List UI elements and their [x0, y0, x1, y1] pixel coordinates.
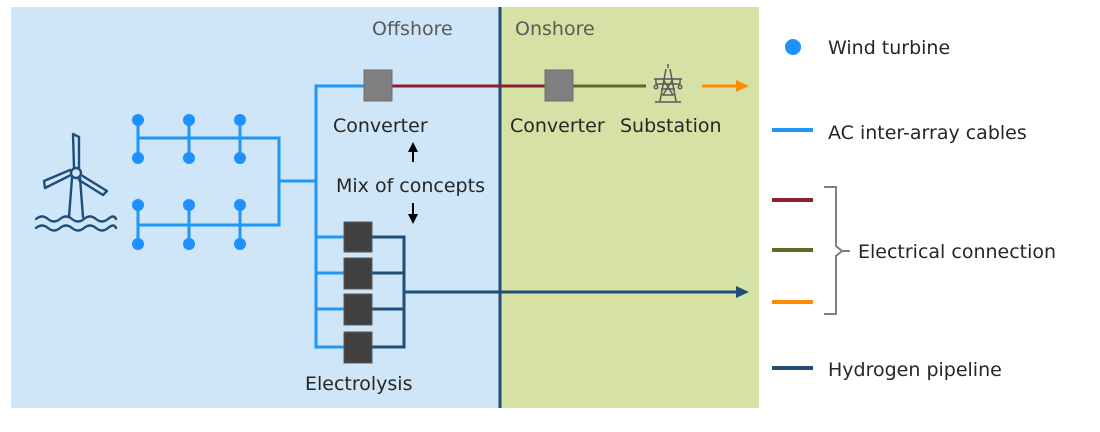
hydrogen-pipeline — [372, 235, 738, 349]
grid-export-arrow — [702, 80, 749, 92]
legend-wind-turbine-marker — [785, 39, 801, 55]
onshore-converter — [544, 69, 574, 102]
offshore-wind-turbine-icon — [34, 132, 118, 232]
offshore-zone — [11, 7, 500, 408]
legend-electrical-connection-label: Electrical connection — [858, 241, 1056, 263]
ac-inter-array-cables — [136, 84, 364, 349]
wind-turbine — [234, 152, 246, 164]
electrolyser-stack — [343, 221, 373, 364]
hydrogen-arrow-head — [736, 286, 749, 298]
onshore-converter-label: Converter — [510, 115, 605, 137]
offshore-converter-label: Converter — [333, 115, 428, 137]
legend-wind-turbine-label: Wind turbine — [828, 37, 950, 59]
electrolysis-label: Electrolysis — [305, 373, 413, 395]
wind-turbine — [132, 199, 144, 211]
wind-turbine — [132, 152, 144, 164]
mix-of-concepts-label: Mix of concepts — [336, 175, 485, 197]
legend: Wind turbine AC inter-array cables Elect… — [772, 37, 1056, 381]
offshore-converter — [363, 69, 393, 102]
wind-turbine — [132, 114, 144, 126]
wind-turbine — [234, 114, 246, 126]
electrolyser — [343, 257, 373, 290]
wind-turbine — [183, 238, 195, 250]
wind-turbine-array — [132, 114, 246, 250]
offshore-label: Offshore — [372, 18, 453, 40]
legend-brace — [824, 186, 844, 315]
wind-turbine — [234, 199, 246, 211]
up-arrow-icon — [408, 142, 418, 162]
legend-ac-cable-label: AC inter-array cables — [828, 122, 1027, 144]
onshore-label: Onshore — [515, 18, 595, 40]
wind-turbine — [234, 238, 246, 250]
legend-hydrogen-label: Hydrogen pipeline — [828, 359, 1002, 381]
wind-turbine — [183, 199, 195, 211]
onshore-zone — [500, 7, 759, 408]
substation-pylon-icon — [653, 64, 683, 103]
electrolyser — [343, 331, 373, 364]
electrolyser — [343, 293, 373, 326]
wind-turbine — [132, 238, 144, 250]
wind-turbine — [183, 152, 195, 164]
wind-turbine — [183, 114, 195, 126]
electrolyser — [343, 221, 373, 253]
substation-label: Substation — [620, 115, 722, 137]
down-arrow-icon — [408, 203, 418, 224]
